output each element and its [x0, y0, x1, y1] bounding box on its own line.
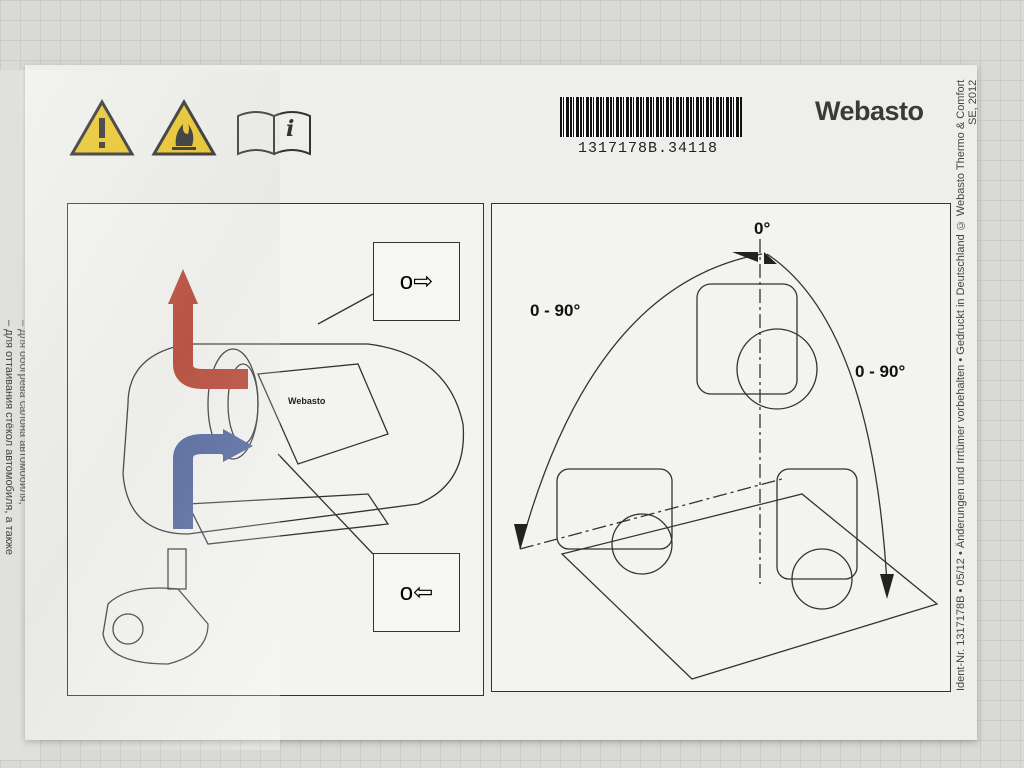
svg-text:i: i [286, 116, 294, 142]
cold-water-pipe [173, 434, 228, 529]
hot-water-pipe [173, 299, 248, 389]
mounting-angle-panel: 0° 0 - 90° 0 - 90° [491, 203, 951, 692]
inlet-callout-box: o⇦ [373, 553, 460, 632]
outlet-callout-box: o⇨ [373, 242, 460, 321]
left-angle-arc [519, 253, 763, 550]
hot-outlet-arrow [168, 269, 198, 304]
warning-icon [69, 98, 135, 156]
angle-label-right: 0 - 90° [855, 362, 906, 381]
webasto-logo: Webasto [815, 96, 924, 126]
mounting-orientation-drawing [514, 239, 939, 680]
manual-info-icon: i [237, 111, 311, 156]
barcode-number: 1317178B.34118 [578, 140, 719, 157]
angle-label-left: 0 - 90° [530, 301, 581, 320]
ident-footer-text: Ident-Nr. 1317178B • 05/12 • Änderungen … [955, 80, 979, 692]
right-angle-arc [766, 253, 888, 585]
flammable-warning-icon [151, 98, 217, 156]
outlet-arrow-icon: o⇨ [399, 268, 434, 295]
heater-logo-mark: Webasto [288, 396, 326, 406]
installation-diagram-panel: Webasto o⇨ o⇦ [67, 203, 484, 696]
inlet-arrow-icon: o⇦ [399, 579, 434, 606]
barcode [560, 97, 742, 137]
heater-pump-drawing: Webasto [102, 269, 465, 665]
angle-label-top: 0° [754, 219, 771, 238]
safety-icons: i [69, 98, 311, 156]
cold-inlet-arrow [223, 429, 253, 462]
